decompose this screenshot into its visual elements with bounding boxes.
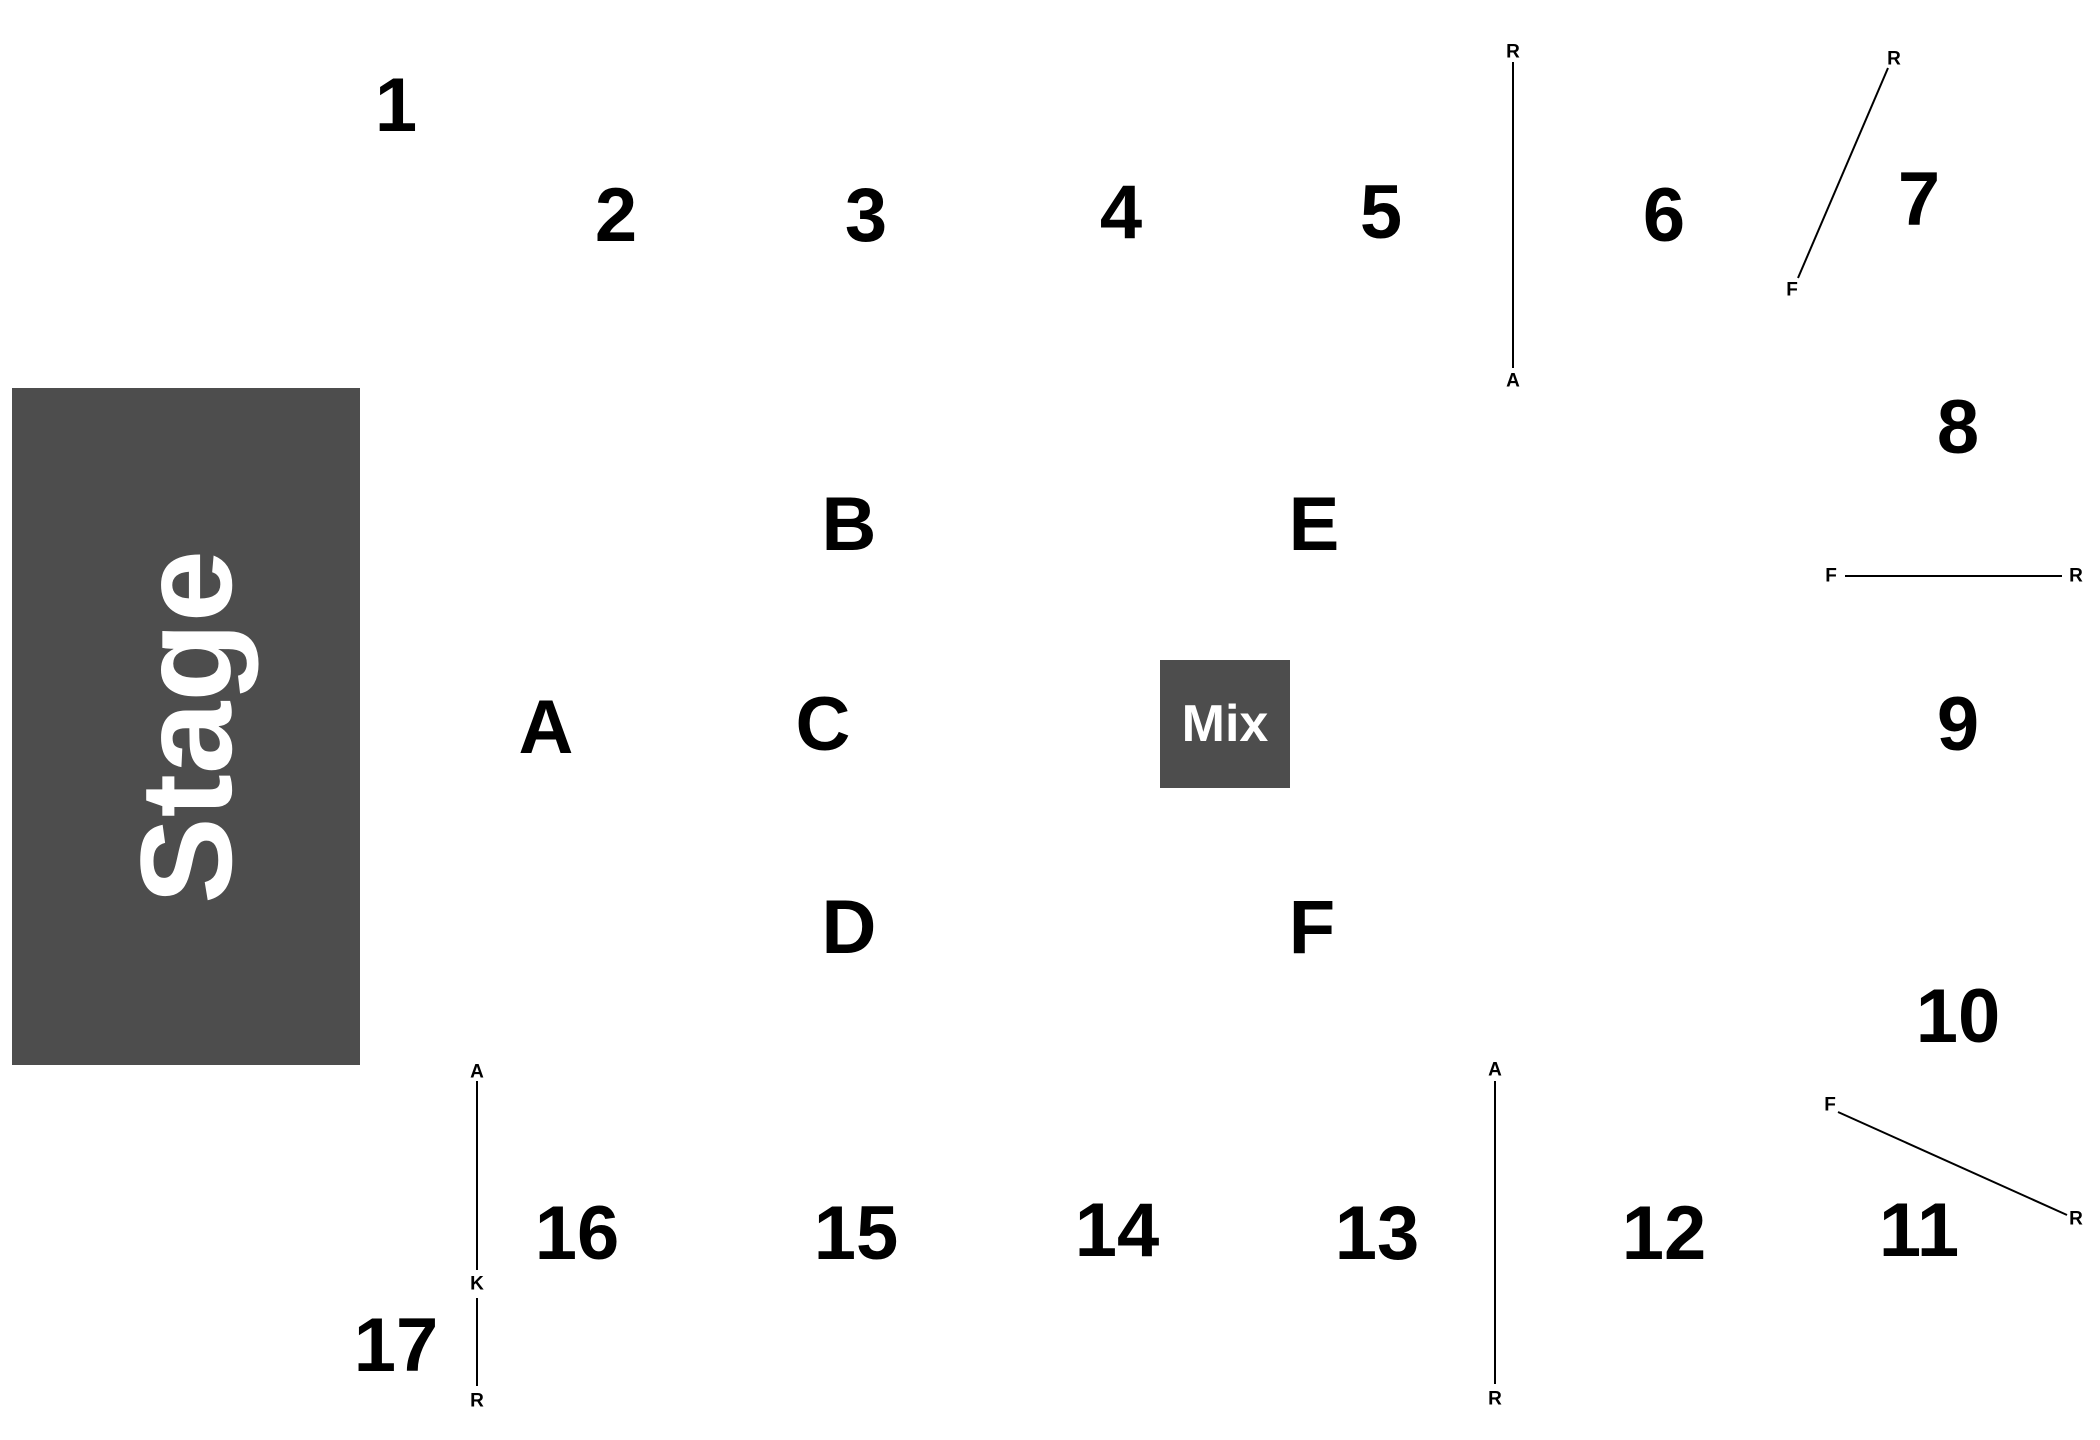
section-4: 4 [1099,170,1143,255]
section-11: 11 [1878,1188,1960,1273]
zone-a: A [518,685,574,770]
section-15: 15 [813,1191,899,1276]
section-5: 5 [1359,170,1403,255]
stage-block: Stage [12,388,360,1065]
marker-12-13-bottom: R [1488,1388,1502,1410]
mix-label: Mix [1181,695,1269,753]
section-17: 17 [353,1303,439,1388]
marker-5-6-top: R [1506,41,1520,63]
stage-label: Stage [113,549,259,904]
marker-6-7-top: R [1887,48,1901,70]
zone-d: D [821,885,877,970]
zone-e: E [1288,482,1340,567]
section-7: 7 [1897,157,1941,242]
marker-8-9-left: F [1825,565,1837,587]
divider-line-10-11 [1837,1111,2068,1216]
section-6: 6 [1642,173,1686,258]
marker-8-9-right: R [2069,565,2083,587]
mix-block: Mix [1160,660,1290,788]
zone-b: B [821,482,877,567]
section-2: 2 [594,173,638,258]
marker-6-7-bottom: F [1786,279,1798,301]
section-1: 1 [374,63,418,148]
section-14: 14 [1074,1188,1160,1273]
section-3: 3 [844,173,888,258]
section-16: 16 [534,1191,620,1276]
zone-c: C [795,682,851,767]
marker-5-6-bottom: A [1506,370,1520,392]
divider-line-6-7 [1797,67,1889,279]
marker-10-11-left: F [1824,1094,1836,1116]
marker-16-17-middle: K [470,1273,484,1295]
section-12: 12 [1621,1191,1707,1276]
section-9: 9 [1936,682,1980,767]
section-8: 8 [1936,385,1980,470]
marker-12-13-top: A [1488,1059,1502,1081]
zone-f: F [1288,885,1336,970]
marker-16-17-top: A [470,1061,484,1083]
section-13: 13 [1334,1191,1420,1276]
marker-16-17-bottom: R [470,1390,484,1412]
marker-10-11-right: R [2069,1208,2083,1230]
section-10: 10 [1915,974,2001,1059]
